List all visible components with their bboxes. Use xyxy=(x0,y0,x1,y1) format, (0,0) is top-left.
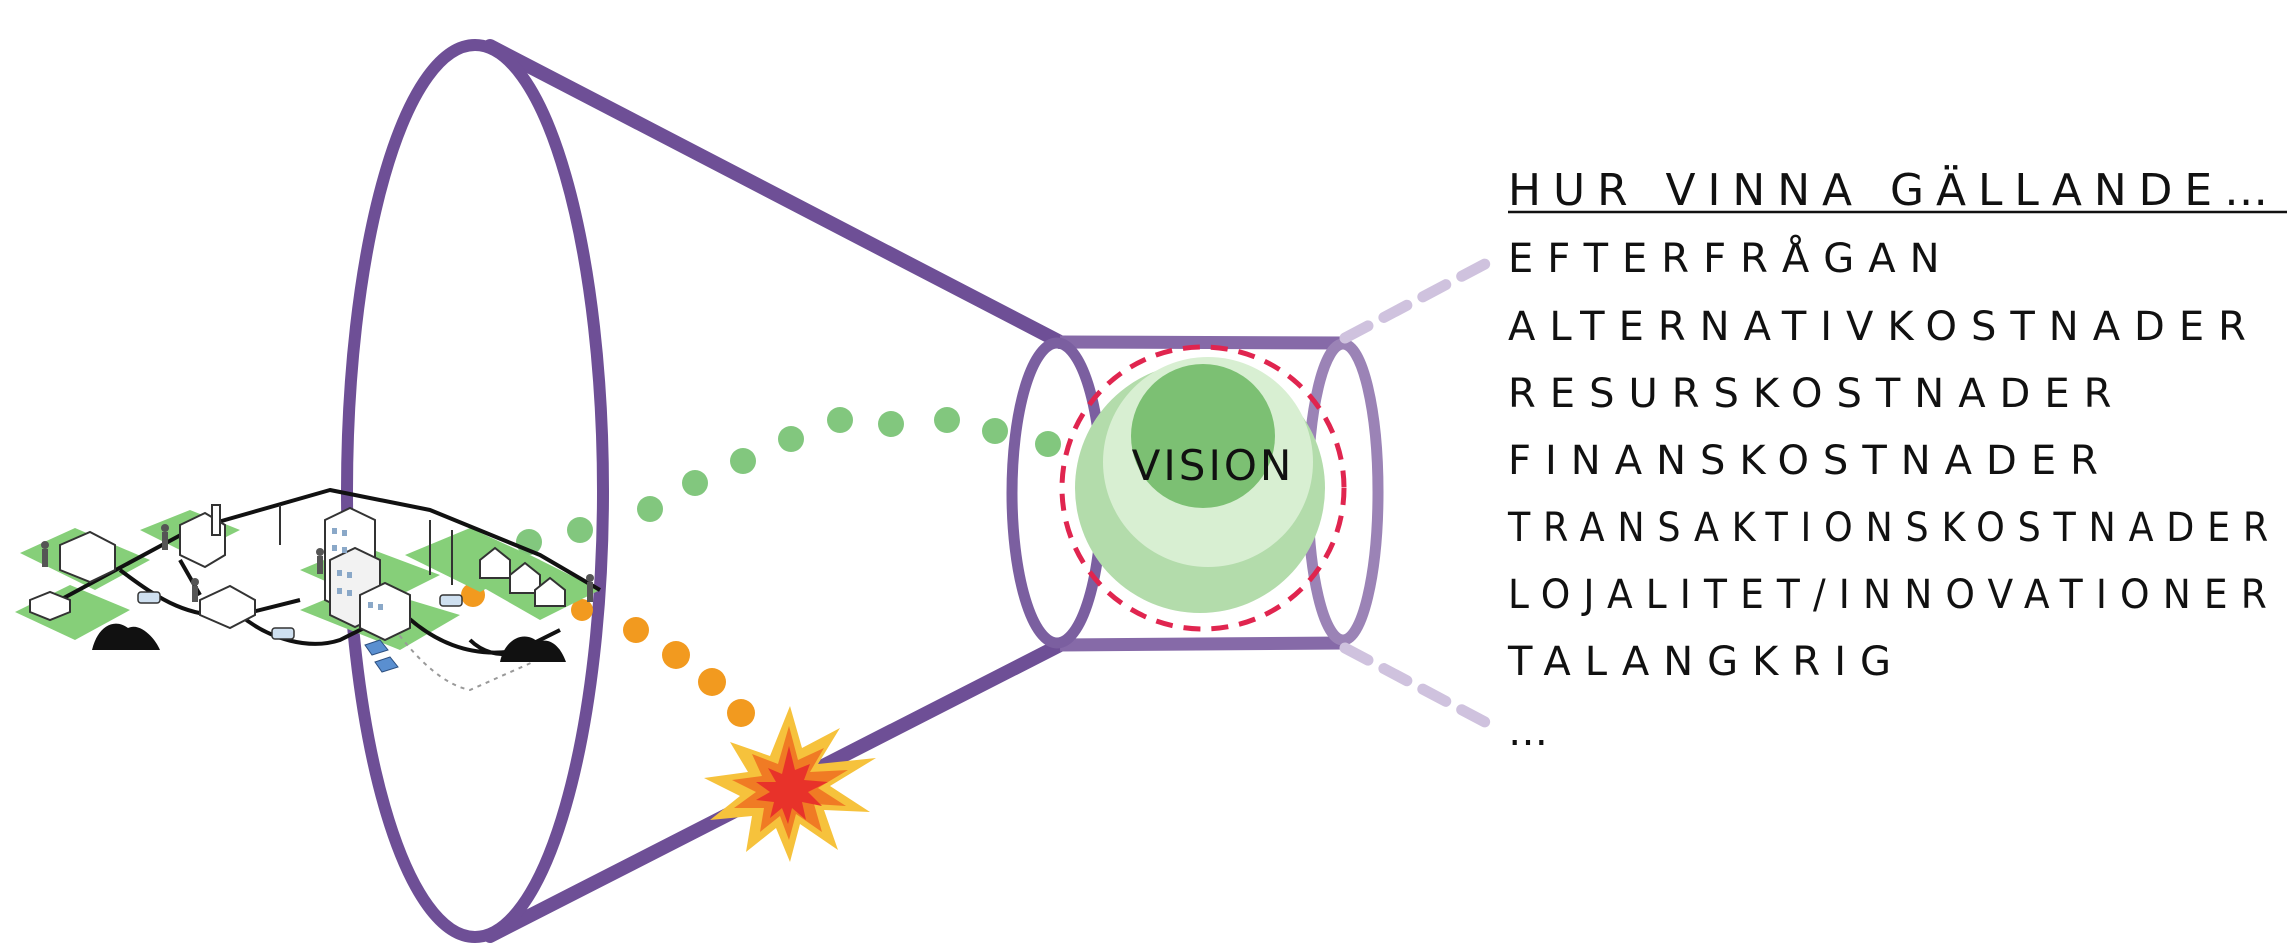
text-panel: HUR VINNA GÄLLANDE… EFTERFRÅGAN ALTERNAT… xyxy=(1507,164,2287,755)
list-item: FINANSKOSTNADER xyxy=(1508,438,2112,484)
list-item: RESURSKOSTNADER xyxy=(1508,371,2125,417)
vision-sphere: VISION xyxy=(1059,344,1347,632)
list-item: TRANSAKTIONSKOSTNADER xyxy=(1507,505,2281,551)
funnel-mouth xyxy=(341,39,609,943)
list-item: EFTERFRÅGAN xyxy=(1508,234,1954,282)
projection-lines xyxy=(1339,250,1506,736)
city-illustration xyxy=(15,488,602,692)
green-dot-path xyxy=(469,407,1061,563)
list-item: ALTERNATIVKOSTNADER xyxy=(1508,304,2260,350)
explosion-icon xyxy=(704,706,876,862)
dashed-ring xyxy=(1059,344,1347,632)
list-item: LOJALITET/INNOVATIONER xyxy=(1508,572,2280,618)
list-item: TALANGKRIG xyxy=(1507,639,1905,685)
vision-label: VISION xyxy=(1132,441,1295,490)
list-item: … xyxy=(1508,709,1554,755)
panel-heading: HUR VINNA GÄLLANDE… xyxy=(1508,164,2280,216)
